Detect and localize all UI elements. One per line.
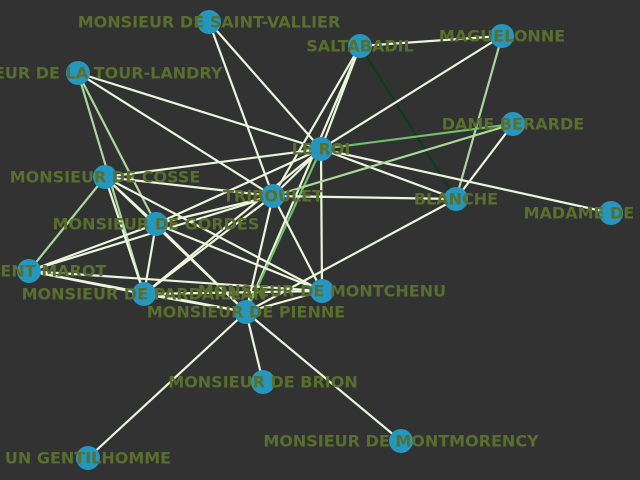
edge-triboulet-montchenu bbox=[272, 195, 323, 292]
edge-maguelonne-blanche bbox=[454, 35, 504, 200]
node-madame[interactable] bbox=[599, 201, 623, 225]
edge-marot-montchenu bbox=[28, 269, 323, 293]
node-label-le-roi: LE ROI bbox=[292, 140, 351, 159]
edge-pienne-gentilhomme bbox=[87, 311, 247, 459]
node-pardaillan[interactable] bbox=[132, 282, 156, 306]
edge-pardaillan-montchenu bbox=[143, 289, 323, 296]
edge-saltabadil-maguelonne bbox=[359, 34, 503, 48]
edge-saltabadil-pienne bbox=[244, 45, 362, 313]
edge-le-roi-madame bbox=[320, 147, 612, 215]
edge-gordes-montchenu bbox=[155, 222, 323, 293]
node-gentilhomme[interactable] bbox=[76, 446, 100, 470]
node-montmorency[interactable] bbox=[389, 429, 413, 453]
edge-cosse-triboulet bbox=[104, 175, 274, 198]
edge-le-roi-pardaillan bbox=[143, 148, 322, 295]
edge-triboulet-blanche bbox=[272, 194, 457, 201]
edge-pienne-montchenu bbox=[245, 289, 323, 314]
edge-pienne-montmorency bbox=[245, 311, 402, 442]
edge-gordes-pienne bbox=[155, 223, 247, 313]
node-label-pienne: MONSIEUR DE PIENNE bbox=[147, 303, 345, 322]
node-label-latour-landry: MONSIEUR DE LA TOUR-LANDRY bbox=[0, 64, 223, 83]
edge-latour-landry-le-roi bbox=[77, 71, 322, 151]
edge-triboulet-gordes bbox=[155, 194, 274, 226]
edge-pardaillan-pienne bbox=[143, 292, 247, 314]
node-label-brion: MONSIEUR DE BRION bbox=[168, 373, 357, 392]
edge-saint-vallier-le-roi bbox=[208, 21, 322, 150]
node-cosse[interactable] bbox=[93, 165, 117, 189]
edge-le-roi-gordes bbox=[155, 147, 322, 226]
node-marot[interactable] bbox=[17, 259, 41, 283]
edge-latour-landry-gordes bbox=[77, 72, 157, 225]
edge-layer bbox=[28, 21, 612, 459]
node-label-cosse: MONSIEUR DE COSSE bbox=[10, 168, 201, 187]
node-label-triboulet: TRIBOULET bbox=[223, 187, 323, 206]
node-latour-landry[interactable] bbox=[66, 61, 90, 85]
node-label-saint-vallier: MONSIEUR DE SAINT-VALLIER bbox=[78, 13, 341, 32]
edge-saltabadil-blanche bbox=[359, 45, 457, 200]
edge-dame-berarde-blanche bbox=[455, 123, 514, 200]
node-saltabadil[interactable] bbox=[348, 34, 372, 58]
edge-pienne-brion bbox=[244, 311, 265, 383]
edge-cosse-marot bbox=[28, 176, 106, 272]
node-saint-vallier[interactable] bbox=[197, 10, 221, 34]
edge-latour-landry-triboulet bbox=[77, 72, 274, 197]
edge-le-roi-dame-berarde bbox=[320, 122, 514, 151]
node-pienne[interactable] bbox=[234, 300, 258, 324]
node-le-roi[interactable] bbox=[309, 137, 333, 161]
node-label-blanche: BLANCHE bbox=[414, 190, 498, 209]
node-label-saltabadil: SALTABADIL bbox=[306, 37, 414, 56]
edge-le-roi-montchenu bbox=[319, 148, 324, 292]
node-label-gordes: MONSIEUR DE GORDES bbox=[53, 215, 260, 234]
node-label-madame: MADAME DE COSSE bbox=[524, 204, 640, 223]
edge-blanche-pienne bbox=[245, 198, 457, 313]
edge-saltabadil-triboulet bbox=[272, 45, 361, 197]
node-label-pardaillan: MONSIEUR DE PARDAILLAN bbox=[22, 285, 267, 304]
node-maguelonne[interactable] bbox=[490, 24, 514, 48]
node-label-montchenu: MONSIEUR DE MONTCHENU bbox=[198, 282, 446, 301]
edge-maguelonne-le-roi bbox=[320, 35, 503, 150]
node-gordes[interactable] bbox=[144, 212, 168, 236]
node-label-maguelonne: MAGUELONNE bbox=[439, 27, 565, 46]
node-label-gentilhomme: UN GENTILHOMME bbox=[5, 449, 171, 468]
node-layer bbox=[17, 10, 623, 470]
node-dame-berarde[interactable] bbox=[501, 112, 525, 136]
edge-le-roi-cosse bbox=[104, 147, 322, 179]
node-triboulet[interactable] bbox=[261, 184, 285, 208]
node-blanche[interactable] bbox=[444, 187, 468, 211]
node-montchenu[interactable] bbox=[310, 279, 334, 303]
node-label-marot: CLEMENT MAROT bbox=[0, 262, 106, 281]
edge-cosse-montchenu bbox=[104, 176, 323, 292]
node-label-dame-berarde: DAME BERARDE bbox=[442, 115, 584, 134]
edge-le-roi-pienne bbox=[245, 148, 322, 313]
edge-saint-vallier-triboulet bbox=[207, 21, 275, 197]
node-brion[interactable] bbox=[251, 370, 275, 394]
label-layer: MONSIEUR DE SAINT-VALLIER SALTABADIL MAGUE… bbox=[0, 13, 640, 468]
node-label-montmorency: MONSIEUR DE MONTMORENCY bbox=[263, 432, 539, 451]
edge-le-roi-blanche bbox=[320, 147, 457, 201]
edge-dame-berarde-triboulet bbox=[272, 122, 514, 198]
edge-gordes-marot bbox=[28, 222, 157, 273]
